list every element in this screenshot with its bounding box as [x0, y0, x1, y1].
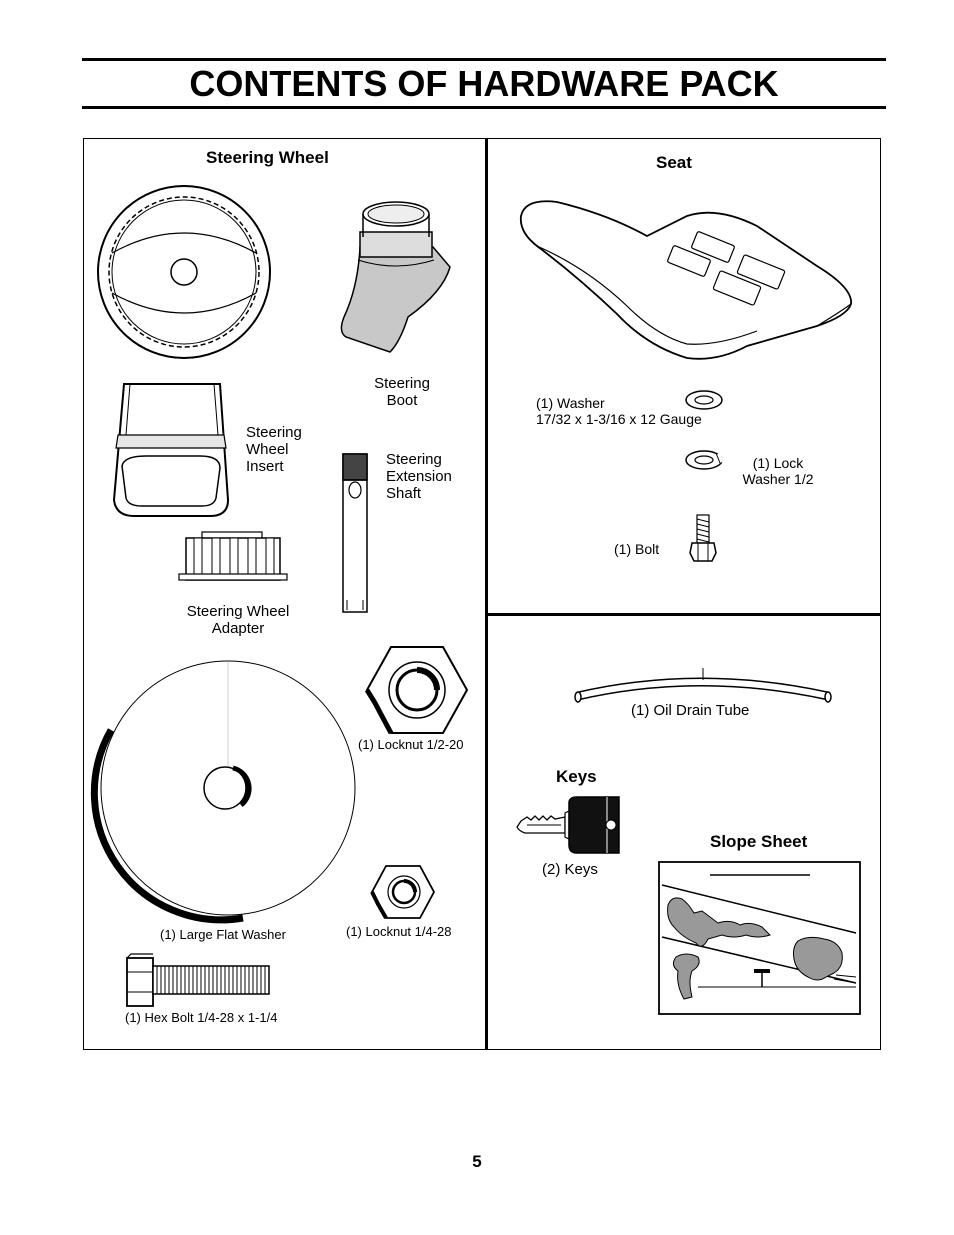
steering-wheel-insert-label: Steering Wheel Insert	[246, 424, 302, 475]
washer-label: (1) Washer 17/32 x 1-3/16 x 12 Gauge	[536, 395, 702, 427]
locknut-half-label: (1) Locknut 1/2-20	[358, 737, 464, 752]
bolt-illustration	[689, 514, 717, 562]
keys-heading: Keys	[556, 767, 597, 786]
hex-bolt-label: (1) Hex Bolt 1/4-28 x 1-1/4	[125, 1010, 278, 1025]
horizontal-divider	[485, 613, 881, 616]
page-number: 5	[472, 1152, 482, 1171]
hex-bolt-illustration	[126, 953, 270, 1007]
washer-illustration	[685, 390, 723, 410]
keys-item-label: (2) Keys	[542, 861, 598, 878]
steering-wheel-insert-illustration	[112, 383, 230, 517]
steering-extension-shaft-illustration	[342, 453, 368, 613]
locknut-quarter-label: (1) Locknut 1/4-28	[346, 924, 452, 939]
steering-wheel-illustration	[97, 185, 271, 359]
oil-drain-tube-label: (1) Oil Drain Tube	[631, 702, 750, 719]
oil-drain-tube-illustration	[574, 668, 832, 703]
slope-sheet-heading: Slope Sheet	[710, 832, 808, 851]
page-title: CONTENTS OF HARDWARE PACK	[189, 63, 779, 104]
keys-illustration	[516, 796, 620, 854]
top-rule	[82, 58, 886, 61]
steering-wheel-adapter-label: Steering Wheel Adapter	[186, 603, 290, 637]
bolt-label: (1) Bolt	[614, 541, 660, 557]
hardware-frame	[83, 138, 881, 1050]
seat-heading: Seat	[656, 153, 692, 172]
steering-wheel-adapter-illustration	[178, 531, 288, 581]
steering-wheel-heading: Steering Wheel	[206, 148, 329, 167]
locknut-half-illustration	[364, 646, 469, 735]
lock-washer-illustration	[685, 450, 724, 470]
large-flat-washer-illustration	[90, 660, 356, 924]
lock-washer-label: (1) Lock Washer 1/2	[742, 455, 814, 487]
slope-sheet-illustration	[658, 861, 861, 1015]
steering-boot-illustration	[340, 201, 451, 353]
steering-boot-label: Steering Boot	[374, 375, 430, 409]
title-underline	[82, 106, 886, 109]
seat-illustration	[519, 200, 852, 360]
vertical-divider	[485, 139, 488, 1050]
steering-extension-shaft-label: Steering Extension Shaft	[386, 451, 452, 502]
locknut-quarter-illustration	[370, 865, 436, 919]
large-flat-washer-label: (1) Large Flat Washer	[160, 927, 286, 942]
